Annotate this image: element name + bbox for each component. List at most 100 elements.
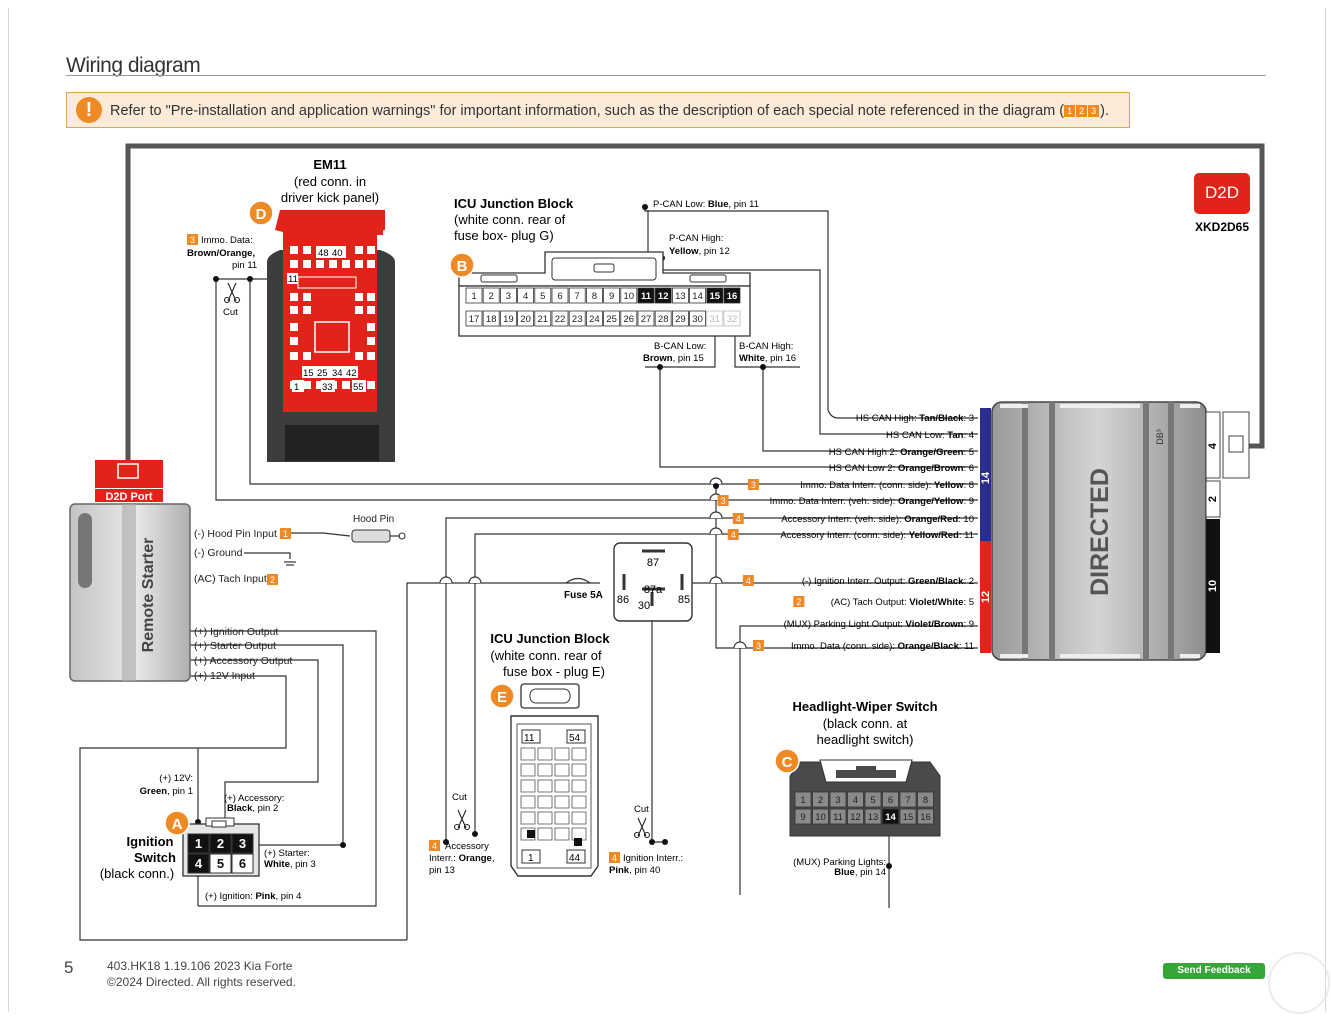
hood-pin: Hood Pin (351, 514, 406, 543)
icu-g-title: ICU Junction Block (454, 196, 574, 211)
harness-label: Immo. Data (conn. side): Orange/Black: 1… (791, 641, 974, 652)
icu-e-sub1: (white conn. rear of (490, 648, 602, 663)
b-can-high-label: B-CAN High: (739, 341, 793, 352)
icu-g-pin-8: 8 (592, 291, 597, 302)
note-badge (793, 596, 805, 607)
icu-g-pin-2: 2 (489, 291, 494, 302)
icu-e-cavity (537, 827, 553, 841)
harness-label: HS CAN High: Tan/Black: 3 (856, 413, 974, 424)
em11-pin-15: 15 (303, 368, 314, 379)
ignition-title1: Ignition (127, 834, 174, 849)
icu-g-pin-cell (620, 310, 638, 327)
headlight-pin-13: 13 (868, 812, 879, 823)
icu-g-pin-cell (517, 310, 534, 327)
doc-line-2: ©2024 Directed. All rights reserved. (107, 975, 296, 989)
note-badge (742, 575, 754, 586)
headlight-pin-cell (917, 791, 934, 808)
icu-g-pin-16: 16 (727, 291, 738, 302)
headlight-pin-5: 5 (870, 795, 875, 806)
ign-acc-label: (+) Accessory: (224, 793, 284, 804)
icu-e-cavity (571, 811, 587, 825)
tach-input: (AC) Tach Input (194, 573, 267, 585)
wire-hops (439, 477, 747, 649)
icu-g-pin-cell (482, 310, 500, 327)
icu-g-pin-cell (465, 287, 483, 304)
port-12: 12 (980, 591, 992, 603)
icu-g-pin-cell (534, 287, 552, 304)
headlight-pin-9: 9 (800, 812, 805, 823)
ign-label: Ignition Interr.: (623, 853, 683, 864)
em11-label-1: Immo. Data: (201, 235, 253, 246)
icu-e-cavity (537, 763, 553, 777)
ignition-pin-cell (231, 853, 254, 874)
relay-85: 85 (678, 594, 690, 606)
connector-letter-e: E (497, 689, 507, 706)
em11-pin-34: 34 (332, 368, 343, 379)
headlight-pin-cell (864, 808, 882, 825)
12v-input: (+) 12V Input (194, 670, 255, 682)
icu-e-cavity (537, 795, 553, 809)
icu-g-pin-19: 19 (503, 314, 514, 325)
em11-sub2: driver kick panel) (281, 190, 379, 205)
headlight-pin-cell (847, 791, 864, 808)
starter-output: (+) Starter Output (194, 640, 276, 652)
relay-86: 86 (617, 594, 629, 606)
icu-g-pin-cell (706, 287, 724, 304)
headlight-pin-3: 3 (835, 795, 840, 806)
relay: 87 87a 86 85 30 (613, 542, 693, 622)
ignition-pin-5: 5 (217, 856, 224, 871)
icu-g-pin-26: 26 (624, 314, 635, 325)
headlight-pin-16: 16 (920, 812, 931, 823)
icu-g-pin-cell (551, 310, 569, 327)
icu-g-pin-cell (603, 310, 620, 327)
note-badge-text: 2 (796, 597, 801, 607)
icu-e-cavity (554, 763, 570, 777)
em11-label-2: Brown/Orange, (187, 248, 255, 259)
d2d-cable (125, 143, 1265, 462)
acc-label-1: Accessory (445, 841, 489, 852)
icu-g-wire-labels: P-CAN Low: Blue, pin 11 P-CAN High: Yell… (643, 199, 796, 364)
icu-e-cavity (520, 795, 536, 809)
ign-start-label: (+) Starter: (264, 848, 310, 859)
headlight-pin-1: 1 (800, 795, 805, 806)
icu-g-pin-cell (654, 287, 672, 304)
icu-e-cavity (554, 779, 570, 793)
headlight-pin-4: 4 (853, 795, 858, 806)
headlight-pin-cell (829, 808, 847, 825)
ignition-pin-cell (209, 853, 232, 874)
send-feedback-button[interactable]: Send Feedback (1163, 963, 1265, 979)
note-badge-text: 4 (746, 576, 751, 586)
headlight-wire-1: (MUX) Parking Lights: (793, 857, 886, 868)
icu-g-pin-cell (568, 310, 586, 327)
port-14: 14 (980, 471, 992, 484)
notice-text: Refer to "Pre-installation and applicati… (110, 103, 1109, 119)
icu-g-pin-cell (534, 310, 552, 327)
icu-g-pin-cell (723, 287, 741, 304)
note-badge (727, 529, 739, 540)
headlight-pin-cell (882, 791, 899, 808)
icu-g-pin-6: 6 (557, 291, 562, 302)
directed-brand: DIRECTED (1086, 468, 1114, 596)
icu-g-pin-cell (517, 287, 534, 304)
directed-module: 14 12 DIRECTED DB³ 4 2 10 (980, 401, 1250, 661)
fuse: Fuse 5A (564, 577, 603, 601)
note-badge-3: 3 (1088, 105, 1100, 117)
em11-label-3: pin 11 (232, 260, 257, 271)
icu-g-pin-32: 32 (727, 314, 738, 325)
icu-g-pin-5: 5 (540, 291, 545, 302)
note-badge: 1 (283, 529, 288, 539)
icu-g-pin-14: 14 (692, 291, 703, 302)
harness-label: (AC) Tach Output: Violet/White: 5 (831, 597, 974, 608)
icu-g-pin-21: 21 (538, 314, 549, 325)
ignition-pin-cell (209, 833, 232, 854)
ignition-pin-1: 1 (195, 836, 202, 851)
remote-starter-pin-labels: (-) Hood Pin Input (-) Ground (AC) Tach … (194, 528, 292, 682)
harness-label: HS CAN Low: Tan: 4 (886, 430, 974, 441)
icu-e-cavity (571, 779, 587, 793)
headlight-pin-10: 10 (815, 812, 826, 823)
icu-e-cut-2: Cut (634, 804, 649, 815)
icu-e-cavity (571, 795, 587, 809)
page-frame (8, 8, 1326, 1012)
icu-g-pin-cell (689, 310, 706, 327)
